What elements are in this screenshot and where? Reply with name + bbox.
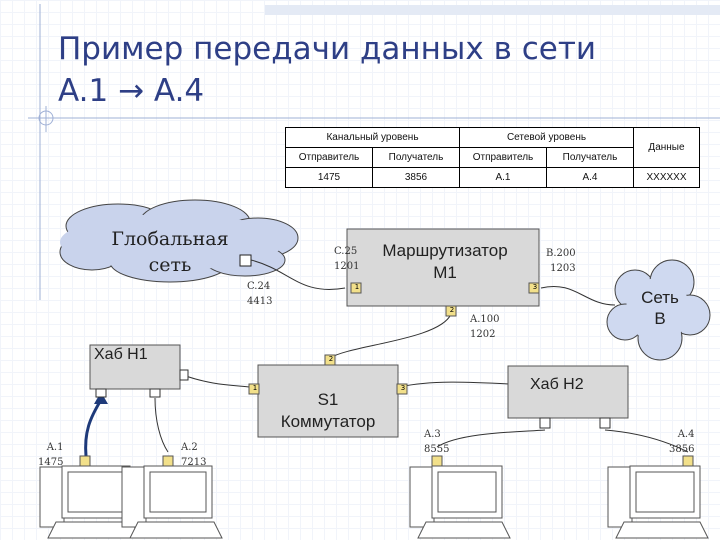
wire-router-switch xyxy=(329,313,452,359)
net-receiver-value: A.4 xyxy=(546,167,634,188)
computer-a4-icon xyxy=(607,455,709,539)
wire-hub1-a2 xyxy=(154,397,169,453)
switch-label-line-2: Коммутатор xyxy=(280,412,376,431)
router-port-3-label: 3 xyxy=(532,283,538,291)
net-b-label-line-2: В xyxy=(654,309,666,328)
address-a2-ip: A.2 xyxy=(181,442,198,453)
switch-port-3-label: 3 xyxy=(400,384,406,392)
hub-h1-box xyxy=(89,344,181,390)
link-sender-header: Отправитель xyxy=(285,147,373,168)
address-a2: A.2 7213 xyxy=(181,440,206,470)
address-c25-ip: C.25 xyxy=(334,246,358,257)
switch-port-1 xyxy=(248,383,260,395)
address-a100: A.100 1202 xyxy=(470,312,500,342)
global-net-label: Глобальная сеть xyxy=(100,226,240,278)
router-port-1-label: 1 xyxy=(354,283,360,291)
address-c24-mac: 4413 xyxy=(247,296,273,307)
global-net-port xyxy=(239,254,252,267)
network-layer-header: Сетевой уровень xyxy=(459,127,634,148)
computer-a2-icon xyxy=(121,455,223,539)
address-a3: A.3 8555 xyxy=(424,427,449,457)
global-net-label-line-2: сеть xyxy=(148,254,192,276)
address-a4-ip: A.4 xyxy=(677,429,695,440)
address-a100-ip: A.100 xyxy=(470,314,500,325)
data-header: Данные xyxy=(633,127,700,168)
router-port-2 xyxy=(445,305,457,317)
address-b200-ip: B.200 xyxy=(546,248,576,259)
wire-hub2-a4 xyxy=(604,429,689,453)
router-label: Маршрутизатор M1 xyxy=(362,240,528,284)
net-sender-value: A.1 xyxy=(459,167,547,188)
hub-h1-port-a2 xyxy=(149,388,161,398)
global-net-cloud xyxy=(59,199,299,283)
address-a1: A.1 1475 xyxy=(38,440,63,470)
router-box xyxy=(346,228,540,307)
address-a3-ip: A.3 xyxy=(424,429,441,440)
switch-port-1-label: 1 xyxy=(252,384,258,392)
router-label-line-2: M1 xyxy=(433,263,457,282)
address-a100-mac: 1202 xyxy=(470,329,496,340)
net-b-label-line-1: Сеть xyxy=(641,288,679,307)
address-a3-mac: 8555 xyxy=(424,444,450,455)
link-receiver-header: Получатель xyxy=(372,147,460,168)
link-sender-value: 1475 xyxy=(285,167,373,188)
wire-hub2-a3 xyxy=(436,429,546,448)
address-b200: B.200 1203 xyxy=(546,246,576,276)
switch-label-line-1: S1 xyxy=(317,390,339,409)
address-c24: C.24 4413 xyxy=(247,279,272,309)
address-a1-ip: A.1 xyxy=(46,442,64,453)
address-a4-mac: 3856 xyxy=(669,444,695,455)
hub-h2-label: Хаб H2 xyxy=(530,376,584,393)
router-port-2-label: 2 xyxy=(449,306,455,314)
net-b-cloud xyxy=(606,259,711,361)
link-layer-header: Канальный уровень xyxy=(285,127,460,148)
router-port-1 xyxy=(350,282,362,294)
hub-h2-port-a3 xyxy=(539,417,551,429)
switch-label: S1 Коммутатор xyxy=(262,389,394,433)
data-flow-arrow xyxy=(84,399,103,457)
router-port-3 xyxy=(528,282,540,294)
data-flow-arrowhead xyxy=(94,392,108,404)
computer-a3-icon xyxy=(409,455,511,539)
hub-h2-port-a4 xyxy=(599,417,611,429)
switch-port-2-label: 2 xyxy=(328,355,334,363)
hub-h1-port-a1 xyxy=(95,388,107,398)
router-label-line-1: Маршрутизатор xyxy=(382,241,508,260)
hub-h1-port-right xyxy=(179,369,189,381)
address-c25-mac: 1201 xyxy=(334,261,360,272)
switch-port-2 xyxy=(324,354,336,366)
data-value: XXXXXX xyxy=(633,167,700,188)
address-a1-mac: 1475 xyxy=(38,457,64,468)
net-receiver-header: Получатель xyxy=(546,147,634,168)
page-title: Пример передачи данных в сети A.1 → A.4 xyxy=(58,28,596,112)
wire-router-netb xyxy=(540,286,616,306)
title-line-1: Пример передачи данных в сети xyxy=(58,31,597,67)
hub-h1-label: Хаб H1 xyxy=(94,346,148,363)
wire-hub1-switch xyxy=(179,373,251,388)
switch-box xyxy=(257,364,399,438)
link-receiver-value: 3856 xyxy=(372,167,460,188)
switch-port-3 xyxy=(396,383,408,395)
wire-switch-hub2 xyxy=(399,381,511,388)
wire-cloud-router xyxy=(250,259,346,290)
global-net-label-line-1: Глобальная xyxy=(111,228,229,250)
address-c25: C.25 1201 xyxy=(334,244,359,274)
title-line-2: A.1 → A.4 xyxy=(58,73,205,109)
computer-a1-icon xyxy=(39,455,141,539)
packet-header-table: Канальный уровень Сетевой уровень Данные… xyxy=(285,127,700,188)
address-a4: A.4 3856 xyxy=(669,427,694,457)
hub-h2-box xyxy=(507,365,629,419)
net-sender-header: Отправитель xyxy=(459,147,547,168)
address-c24-ip: C.24 xyxy=(247,281,271,292)
address-b200-mac: 1203 xyxy=(550,263,576,274)
address-a2-mac: 7213 xyxy=(181,457,207,468)
net-b-label: Сеть В xyxy=(622,287,698,329)
